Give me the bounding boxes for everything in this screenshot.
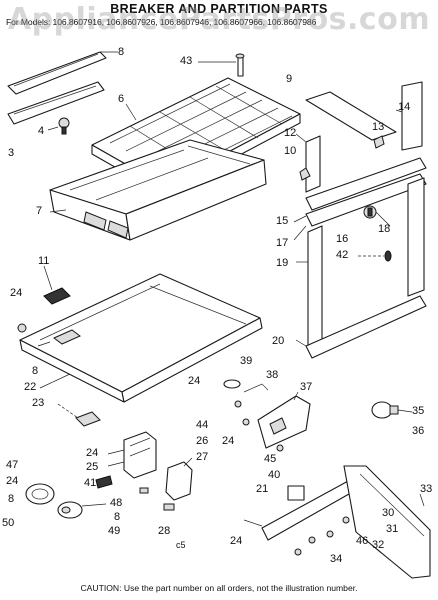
- callout-12: 12: [284, 127, 297, 139]
- callout-17: 17: [276, 237, 289, 249]
- callout-49: 49: [108, 525, 121, 537]
- part-25-damper-control: [123, 431, 157, 479]
- callout-8: 8: [114, 511, 121, 523]
- part-right-post: [407, 177, 425, 297]
- part-8-screw-bottom: [139, 487, 149, 494]
- part-23-bracket: [75, 411, 101, 427]
- callout-13: 13: [372, 121, 385, 133]
- callout-48: 48: [110, 497, 123, 509]
- callout-9: 9: [286, 73, 293, 85]
- caution-note: CAUTION: Use the part number on all orde…: [80, 583, 358, 593]
- part-28-screw: [163, 503, 175, 511]
- callout-37: 37: [300, 381, 313, 393]
- callout-22: 22: [24, 381, 37, 393]
- part-19-left-post: [307, 225, 323, 347]
- callout-26: 26: [196, 435, 209, 447]
- callout-14: 14: [398, 101, 411, 113]
- callout-c5: c5: [176, 540, 186, 550]
- callout-39: 39: [240, 355, 253, 367]
- part-39-cap: [223, 379, 241, 389]
- part-14-side-piece: [401, 81, 423, 151]
- diagram-title: BREAKER AND PARTITION PARTS: [110, 2, 328, 16]
- callout-41: 41: [84, 477, 97, 489]
- callout-24: 24: [222, 435, 235, 447]
- part-22-partition-shelf: [19, 273, 263, 403]
- part-24-screw-left: [17, 323, 27, 333]
- callout-32: 32: [372, 539, 385, 551]
- callout-24: 24: [188, 375, 201, 387]
- callout-24: 24: [10, 287, 23, 299]
- part-screws-center: [234, 400, 284, 452]
- callout-24: 24: [6, 475, 19, 487]
- callout-24: 24: [86, 447, 99, 459]
- part-screws-bottom: [294, 516, 350, 556]
- part-33-end-rail: [343, 465, 431, 579]
- callout-7: 7: [36, 205, 43, 217]
- callout-6: 6: [118, 93, 125, 105]
- part-20-bottom-trim: [305, 295, 427, 359]
- part-10-clip: [299, 167, 311, 181]
- callout-36: 36: [412, 425, 425, 437]
- model-list: For Models: 106.8607916, 106.8607926, 10…: [6, 17, 317, 27]
- callout-8: 8: [118, 46, 125, 58]
- part-11-badge: [43, 287, 71, 305]
- part-pin-43: [235, 53, 245, 77]
- part-42-screw: [384, 250, 392, 262]
- callout-28: 28: [158, 525, 171, 537]
- part-15-17-divider: [305, 157, 427, 227]
- part-9-top-trim: [305, 91, 397, 141]
- callout-30: 30: [382, 507, 395, 519]
- callout-16: 16: [336, 233, 349, 245]
- callout-46: 46: [356, 535, 369, 547]
- callout-27: 27: [196, 451, 209, 463]
- callout-35: 35: [412, 405, 425, 417]
- callout-19: 19: [276, 257, 289, 269]
- callout-50: 50: [2, 517, 15, 529]
- part-top-rail-lower: [7, 81, 105, 125]
- part-38-spring: [243, 383, 269, 393]
- callout-18: 18: [378, 223, 391, 235]
- callout-15: 15: [276, 215, 289, 227]
- part-41-clip: [95, 475, 113, 489]
- callout-42: 42: [336, 249, 349, 261]
- callout-43: 43: [180, 55, 193, 67]
- callout-31: 31: [386, 523, 399, 535]
- callout-47: 47: [6, 459, 19, 471]
- callout-11: 11: [38, 255, 50, 267]
- part-18-knob: [363, 205, 377, 219]
- part-27-control: [165, 461, 193, 501]
- part-12-post: [305, 135, 321, 193]
- callout-8: 8: [8, 493, 15, 505]
- part-top-rail-upper: [7, 51, 107, 95]
- part-breaker-tray: [49, 139, 267, 241]
- part-30-rail: [261, 479, 357, 541]
- callout-44: 44: [196, 419, 209, 431]
- part-48-knob: [57, 501, 83, 519]
- callout-20: 20: [272, 335, 285, 347]
- part-47-thermostat: [25, 483, 55, 505]
- part-40-21-bracket: [287, 485, 305, 501]
- part-13-clip: [373, 135, 385, 149]
- part-37-switch-housing: [257, 395, 311, 449]
- callout-38: 38: [266, 369, 279, 381]
- callout-24: 24: [230, 535, 243, 547]
- callout-4: 4: [38, 125, 45, 137]
- callout-33: 33: [420, 483, 433, 495]
- callout-34: 34: [330, 553, 343, 565]
- callout-3: 3: [8, 147, 15, 159]
- callout-25: 25: [86, 461, 99, 473]
- callout-8: 8: [32, 365, 39, 377]
- callout-10: 10: [284, 145, 297, 157]
- part-screw-4: [58, 117, 70, 135]
- part-35-light-bulb: [371, 401, 399, 419]
- callout-21: 21: [256, 483, 269, 495]
- callout-40: 40: [268, 469, 281, 481]
- callout-23: 23: [32, 397, 45, 409]
- callout-45: 45: [264, 453, 277, 465]
